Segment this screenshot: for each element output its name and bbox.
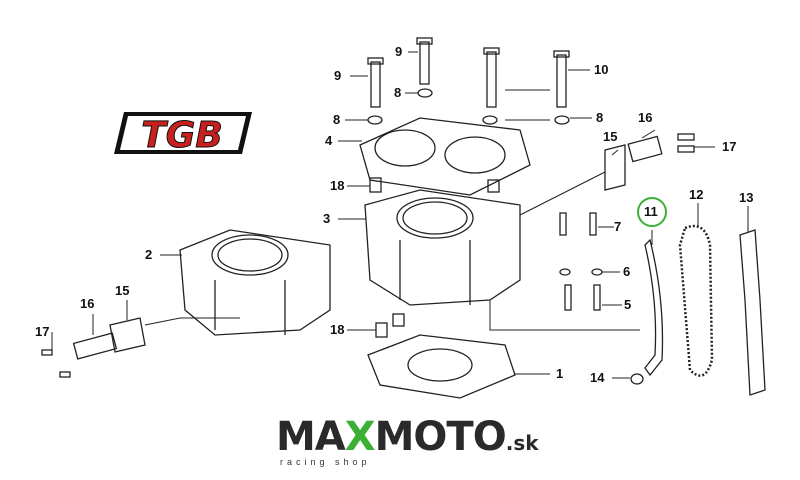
- logo-part: MA: [276, 414, 346, 460]
- callout-10: 10: [594, 62, 609, 77]
- leader-lines: [51, 51, 749, 379]
- callout-18: 18: [330, 322, 345, 337]
- cylinder-3: [364, 189, 521, 306]
- svg-text:TGB: TGB: [141, 115, 223, 156]
- logo-suffix: .sk: [505, 431, 539, 455]
- callout-6: 6: [623, 264, 631, 279]
- callout-15: 15: [115, 283, 130, 298]
- maxmoto-logo: MAXMOTO.sk: [276, 414, 539, 460]
- callout-14: 14: [590, 370, 605, 385]
- callout-8: 8: [596, 110, 604, 125]
- tgb-logo: TGB: [114, 112, 252, 157]
- logo-part: X: [344, 414, 376, 460]
- callout-17: 17: [722, 139, 737, 154]
- chain-guide: [644, 238, 664, 377]
- callout-13: 13: [739, 190, 754, 205]
- callout-2: 2: [145, 247, 153, 262]
- callout-1: 1: [556, 366, 564, 381]
- callout-4: 4: [325, 133, 333, 148]
- callout-15: 15: [603, 129, 618, 144]
- callout-7: 7: [614, 219, 622, 234]
- callout-11: 11: [644, 204, 658, 219]
- callout-8: 8: [333, 112, 341, 127]
- callout-8: 8: [394, 85, 402, 100]
- callout-12: 12: [689, 187, 704, 202]
- logo-tagline: racing shop: [280, 457, 371, 467]
- callout-16: 16: [80, 296, 95, 311]
- base-gasket: [367, 334, 516, 399]
- callout-5: 5: [624, 297, 632, 312]
- highlight-circle: [637, 197, 667, 227]
- callout-3: 3: [323, 211, 331, 226]
- callout-17: 17: [35, 324, 50, 339]
- chain-tensioner-slider: [739, 229, 766, 396]
- callout-16: 16: [638, 110, 653, 125]
- timing-chain: [678, 224, 714, 377]
- logo-part: MOTO: [374, 414, 507, 460]
- callout-9: 9: [395, 44, 403, 59]
- cylinder-2: [179, 229, 331, 336]
- callout-18: 18: [330, 178, 345, 193]
- bolts: [367, 37, 570, 125]
- callout-9: 9: [334, 68, 342, 83]
